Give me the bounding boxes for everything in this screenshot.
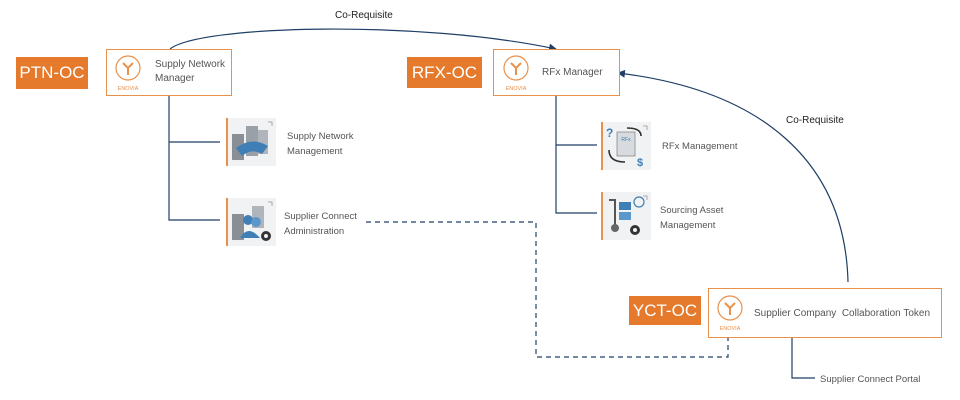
sourcing-cart-gear-icon[interactable] bbox=[601, 192, 651, 240]
svg-text:$: $ bbox=[637, 157, 643, 169]
role-tag-ptn-oc: PTN-OC bbox=[16, 57, 88, 89]
edge-label-corequisite-right: Co-Requisite bbox=[786, 115, 844, 126]
role-tag-yct-oc: YCT-OC bbox=[629, 296, 701, 325]
enovia-logo-icon: ENOVIA bbox=[717, 295, 743, 332]
svg-text:ENOVIA: ENOVIA bbox=[506, 86, 527, 92]
app-label-rfx-management[interactable]: RFx Management bbox=[662, 141, 738, 152]
handshake-buildings-icon[interactable] bbox=[226, 118, 276, 166]
edge-label-corequisite-top: Co-Requisite bbox=[335, 10, 393, 21]
app-label-supplier-connect-portal[interactable]: Supplier Connect Portal bbox=[820, 374, 921, 385]
corequisite-arc-right bbox=[617, 69, 849, 283]
supplier-admin-gear-icon[interactable] bbox=[226, 198, 276, 246]
svg-text:ENOVIA: ENOVIA bbox=[118, 86, 139, 92]
role-card-rfx-manager[interactable]: ENOVIA RFx Manager bbox=[493, 49, 620, 96]
corequisite-arc-top bbox=[169, 28, 557, 52]
dashed-link bbox=[366, 221, 729, 358]
role-name: Supply Network Manager bbox=[155, 59, 226, 84]
app-label-supply-network-management[interactable]: Supply Network Management bbox=[287, 131, 354, 157]
svg-text:RFx: RFx bbox=[621, 137, 631, 143]
rfx-document-cycle-icon[interactable]: RFx ? $ bbox=[601, 122, 651, 170]
yct-tree-line bbox=[791, 337, 815, 379]
role-card-supplier-company-collaboration-token[interactable]: ENOVIA Supplier Company Collaboration To… bbox=[708, 288, 942, 338]
role-name: Supplier Company Collaboration Token bbox=[754, 308, 931, 319]
role-card-supply-network-manager[interactable]: ENOVIA Supply Network Manager bbox=[106, 49, 232, 96]
svg-text:ENOVIA: ENOVIA bbox=[720, 326, 741, 332]
role-tag-rfx-oc: RFX-OC bbox=[407, 57, 482, 88]
app-label-sourcing-asset-management[interactable]: Sourcing Asset Management bbox=[660, 205, 724, 231]
rfx-tree-line bbox=[555, 96, 597, 214]
enovia-logo-icon: ENOVIA bbox=[115, 55, 141, 92]
app-label-supplier-connect-administration[interactable]: Supplier Connect Administration bbox=[284, 211, 357, 237]
ptn-tree-line bbox=[168, 96, 220, 221]
role-name: RFx Manager bbox=[542, 67, 603, 78]
svg-text:?: ? bbox=[606, 126, 613, 140]
enovia-logo-icon: ENOVIA bbox=[503, 55, 529, 92]
